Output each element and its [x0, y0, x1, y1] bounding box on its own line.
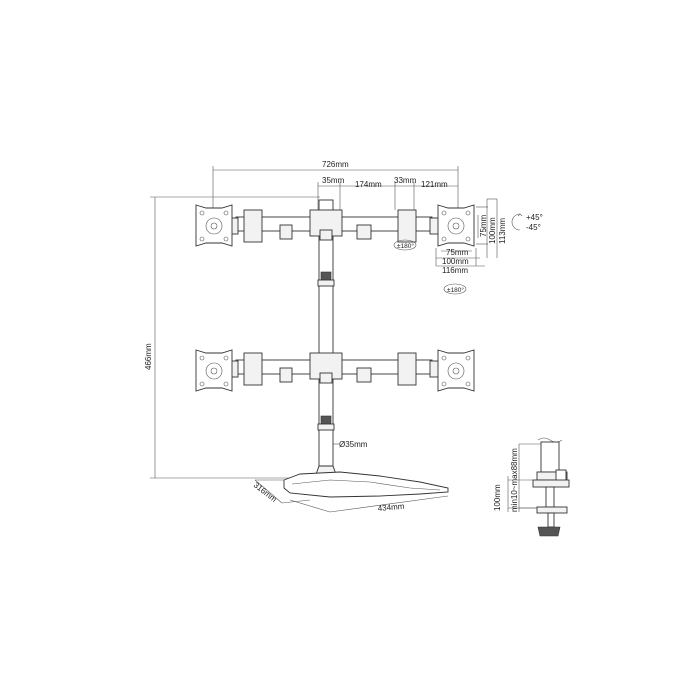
vesa-plate-lower-right — [437, 349, 475, 392]
dim-swivel-1: ±180° — [397, 242, 414, 250]
dim-vesa-75-h: 75mm — [446, 248, 469, 257]
vesa-plate-upper-left — [195, 204, 233, 247]
dim-swivel-2: ±180° — [447, 286, 464, 294]
dim-plate-116: 116mm — [442, 266, 468, 275]
stand-base — [283, 465, 449, 498]
dim-plate-113: 113mm — [498, 218, 507, 244]
height-dimension-line — [150, 196, 320, 479]
top-dimension-lines — [212, 166, 459, 210]
dim-pole-width: 35mm — [322, 176, 345, 185]
clamp-dimension-lines — [507, 443, 541, 512]
dim-total-width: 726mm — [322, 160, 349, 169]
vesa-plate-lower-left — [195, 349, 233, 392]
dim-vesa-100: 100mm — [488, 217, 497, 244]
desk-clamp-detail — [532, 437, 570, 537]
vesa-dimension-lines — [435, 198, 498, 267]
dim-clamp-height: 100mm — [493, 484, 502, 511]
dim-base-width: 434mm — [377, 502, 405, 513]
lower-arm-assembly — [221, 352, 447, 386]
tilt-indicator — [511, 213, 523, 231]
swivel-indicator-2 — [443, 283, 467, 295]
dim-end-length: 121mm — [421, 180, 448, 189]
dim-pole-diameter: Ø35mm — [339, 440, 368, 449]
upper-arm-assembly — [221, 209, 447, 243]
base-dimension-lines — [254, 479, 449, 513]
dim-tilt-down: -45° — [526, 223, 541, 232]
dim-vesa-75: 75mm — [479, 214, 488, 237]
swivel-indicator-1 — [393, 239, 417, 251]
dim-height: 466mm — [144, 343, 153, 370]
dim-clamp-range: min10~max88mm — [510, 448, 519, 512]
vesa-plate-upper-right — [437, 204, 475, 247]
dim-base-depth: 316mm — [252, 480, 279, 504]
dim-vesa-100-h: 100mm — [442, 257, 469, 266]
dim-tilt-up: +45° — [526, 213, 543, 222]
dim-arm-length: 174mm — [355, 180, 382, 189]
dim-joint-width: 33mm — [394, 176, 417, 185]
